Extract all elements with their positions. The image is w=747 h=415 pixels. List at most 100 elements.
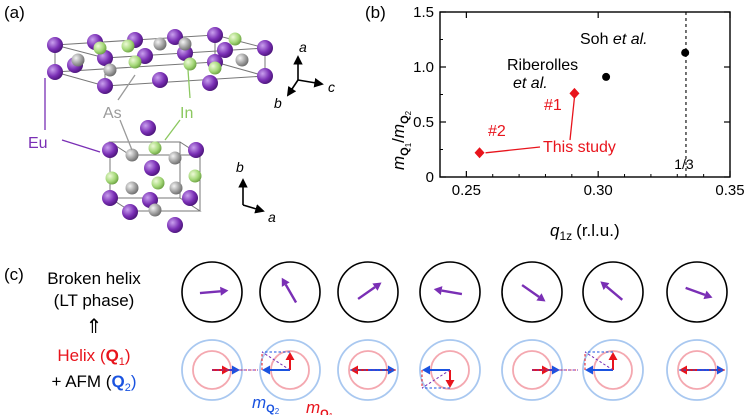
eu-atom: [207, 27, 223, 43]
afm-ring-4: [419, 339, 481, 401]
eu-leader-line-2: [61, 139, 101, 153]
total-moment-4-shaft: [441, 289, 463, 296]
implies-arrow: ⇑: [86, 316, 103, 338]
eu-atom: [188, 142, 204, 158]
total-moment-1-head: [220, 286, 229, 296]
moment-diagram: Broken helix (LT phase) ⇑ Helix (Q1) + A…: [47, 261, 728, 415]
as-atom: [169, 181, 183, 195]
eu-atom: [47, 64, 63, 80]
total-moment-7-shaft: [685, 286, 706, 297]
total-moment-3-shaft: [357, 286, 376, 300]
as-atom: [71, 53, 85, 67]
in-atom: [151, 176, 165, 190]
crystal-structure: Eu As In a c b b a: [28, 27, 335, 233]
crystal-axes-bottom: b a: [236, 159, 276, 225]
eu-atom: [140, 120, 156, 136]
x-label-sub: 1z: [559, 229, 572, 243]
point-label-4: #2: [488, 123, 506, 140]
in-atom: [208, 61, 222, 75]
this-study-annotation: This study: [543, 139, 616, 156]
crystal-axes-top: a c b: [274, 39, 335, 111]
panel-label-b: (b): [365, 3, 386, 22]
x-tick-label: 0.35: [715, 182, 744, 199]
helix-moment-2-head: [285, 352, 295, 360]
eu-atom: [122, 204, 138, 220]
helix-q1-text: Helix (Q1): [57, 346, 130, 368]
as-atom: [235, 53, 249, 67]
helix-q: Q: [106, 346, 119, 365]
eu-atom: [217, 42, 233, 58]
total-moment-1-shaft: [199, 290, 221, 295]
m-q1-q: Q: [320, 408, 329, 415]
sum-dashed-2: [261, 351, 291, 371]
in-label: In: [180, 105, 193, 122]
in-leader-line-2: [164, 119, 181, 141]
as-leader-line-2: [119, 119, 133, 151]
total-moment-3-head: [372, 282, 382, 291]
m-q1-sub: 1: [329, 412, 334, 415]
y-label-q2-sub: 2: [404, 110, 413, 115]
total-moment-5-shaft: [521, 284, 540, 298]
m-q2-sub: 2: [275, 407, 280, 415]
eu-atom: [167, 217, 183, 233]
this-study-leader-2: [485, 146, 541, 154]
as-leader-line: [117, 74, 136, 101]
as-atom: [103, 63, 117, 77]
afm-ring-2: [259, 339, 321, 401]
helix-moment-6-head: [608, 352, 618, 360]
afm-close: ): [131, 372, 137, 391]
helix-moment-4-head: [445, 380, 455, 388]
y-label-slash: /: [389, 138, 408, 143]
eu-atom: [102, 142, 118, 158]
eu-atom: [102, 190, 118, 206]
afm-ring-6: [582, 339, 644, 401]
eu-atom: [152, 72, 168, 88]
eu-label: Eu: [28, 135, 48, 152]
total-moment-2-head: [281, 277, 290, 287]
point-label-em: et al.: [613, 31, 648, 48]
eu-atom: [167, 29, 183, 45]
y-label-q1-sub: 1: [404, 142, 413, 147]
sum-dashed-4: [421, 369, 451, 389]
y-axis-label: mQ1/mQ2: [389, 110, 413, 170]
m-q2-q: Q: [266, 403, 275, 415]
panel-label-a: (a): [4, 3, 25, 22]
afm-sub: 2: [125, 382, 131, 394]
m-q2-m: m: [252, 393, 266, 412]
in-atom: [105, 171, 119, 185]
y-tick-label: 1.0: [413, 59, 434, 76]
lt-phase-text: (LT phase): [54, 291, 135, 310]
in-atom: [148, 141, 162, 155]
eu-atom: [202, 75, 218, 91]
total-moment-7-head: [703, 290, 713, 300]
helix-moment-3-head: [350, 365, 358, 375]
as-atom: [125, 148, 139, 162]
as-atom: [125, 181, 139, 195]
panel-label-c: (c): [4, 265, 24, 284]
m-q2-label: mQ2: [252, 393, 280, 415]
afm-moment-7-head: [717, 365, 725, 375]
helix-sub: 1: [119, 356, 125, 368]
in-atom: [188, 169, 202, 183]
afm-moment-6-head: [585, 365, 593, 375]
helix-text: Helix (: [57, 346, 106, 365]
total-moment-6-shaft: [605, 285, 624, 301]
x-tick-label: 0.25: [452, 182, 481, 199]
axis-b-label: b: [274, 95, 282, 111]
afm-ring-7: [666, 339, 728, 401]
as-atom: [148, 203, 162, 217]
axis-b2-label: b: [236, 159, 244, 175]
afm-q: Q: [111, 372, 124, 391]
m-q1-m: m: [306, 398, 320, 415]
sum-dashed-6: [584, 351, 614, 371]
in-atom: [128, 55, 142, 69]
total-moment-5-head: [536, 293, 546, 302]
as-atom: [168, 151, 182, 165]
afm-moment-2-head: [262, 365, 270, 375]
total-moment-4-head: [433, 286, 443, 295]
y-tick-label: 0.5: [413, 114, 434, 131]
axis-a-label: a: [299, 39, 307, 55]
y-label-q2: Q: [399, 115, 411, 124]
